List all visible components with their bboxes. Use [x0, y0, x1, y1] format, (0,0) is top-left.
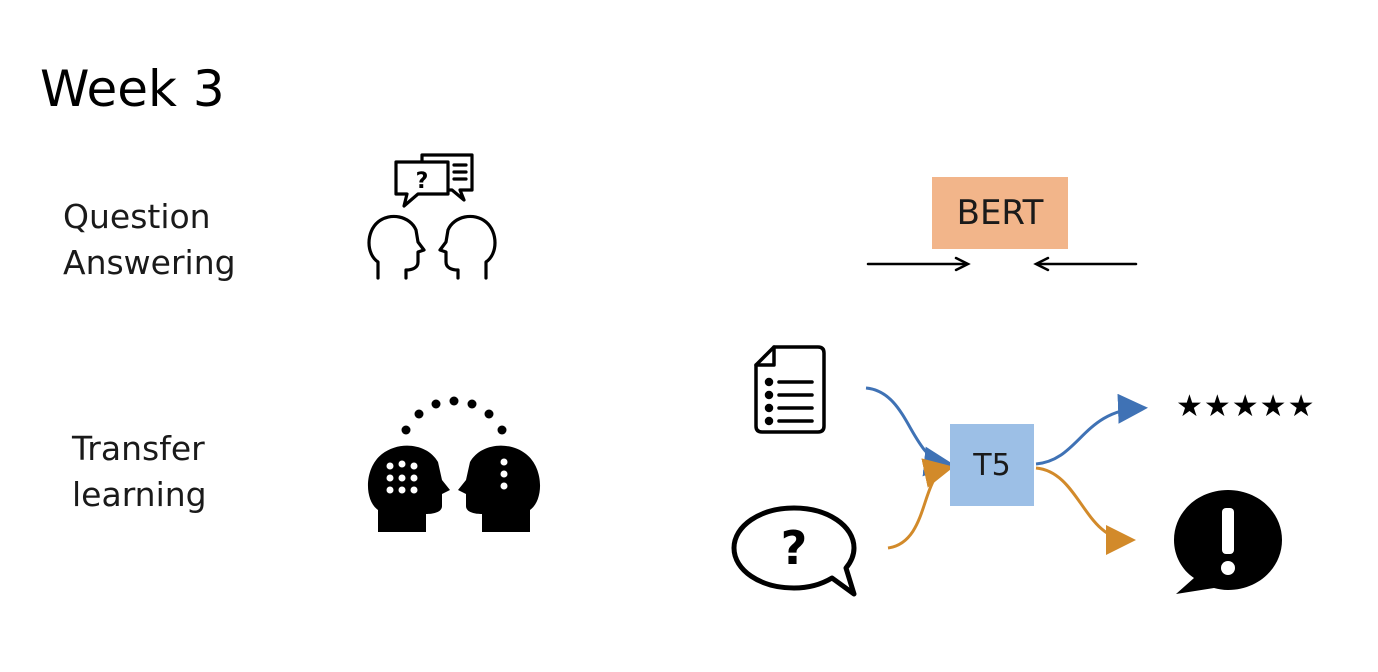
document-icon	[754, 345, 826, 434]
bert-box: BERT	[932, 177, 1068, 249]
five-stars-rating: ★★★★★	[1176, 389, 1316, 424]
question-bubble-icon: ?	[731, 505, 857, 597]
exclamation-bubble-icon	[1174, 490, 1282, 594]
bidirectional-arrows-icon	[866, 256, 1138, 272]
t5-box: T5	[950, 424, 1034, 506]
transfer-learning-heads-icon	[367, 396, 541, 532]
transfer-learning-label-line2: learning	[72, 475, 207, 514]
question-answering-label-line2: Answering	[63, 243, 236, 282]
page-title: Week 3	[40, 60, 225, 118]
t5-label: T5	[973, 447, 1011, 483]
svg-text:?: ?	[781, 521, 808, 575]
svg-text:?: ?	[416, 169, 429, 194]
bert-label: BERT	[956, 193, 1044, 233]
transfer-learning-label: Transfer learning	[72, 426, 207, 518]
question-answering-heads-icon: ?	[367, 153, 497, 280]
question-answering-label: Question Answering	[63, 194, 236, 286]
t5-flow-curves	[865, 386, 1148, 555]
transfer-learning-label-line1: Transfer	[72, 429, 205, 468]
question-answering-label-line1: Question	[63, 197, 211, 236]
